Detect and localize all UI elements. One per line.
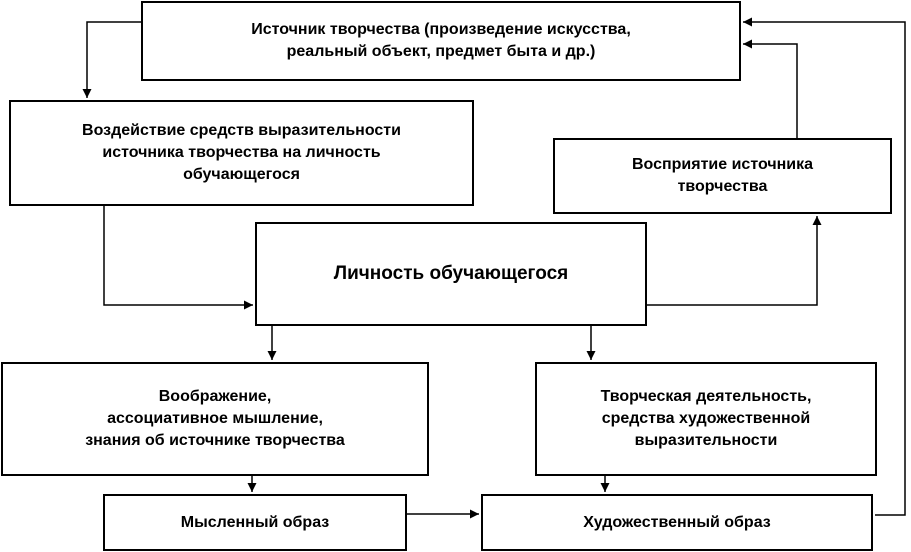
arrow-perception-to-source <box>743 39 798 138</box>
node-personality-label: Личность обучающегося <box>333 263 569 284</box>
node-impact-label: Воздействие средств выразительности исто… <box>82 122 401 183</box>
node-source: Источник творчества (произведение искусс… <box>141 1 741 81</box>
arrow-source-to-impact <box>82 21 141 98</box>
arrow-artistic-to-source <box>743 17 906 516</box>
node-perception: Восприятие источника творчества <box>553 138 892 214</box>
arrow-impact-to-personality <box>103 206 253 310</box>
node-personality: Личность обучающегося <box>255 222 647 326</box>
node-artistic-image-label: Художественный образ <box>583 513 771 531</box>
node-source-label: Источник творчества (произведение искусс… <box>251 21 631 60</box>
node-activity: Творческая деятельность, средства художе… <box>535 362 877 476</box>
node-activity-label: Творческая деятельность, средства художе… <box>600 388 812 449</box>
node-impact: Воздействие средств выразительности исто… <box>9 100 474 206</box>
arrow-personality-to-perception <box>647 216 822 306</box>
node-imagination: Воображение, ассоциативное мышление, зна… <box>1 362 429 476</box>
node-artistic-image: Художественный образ <box>481 494 873 551</box>
node-mental-image: Мысленный образ <box>103 494 407 551</box>
node-perception-label: Восприятие источника творчества <box>631 156 814 195</box>
node-mental-image-label: Мысленный образ <box>180 513 330 531</box>
node-imagination-label: Воображение, ассоциативное мышление, зна… <box>85 388 345 449</box>
